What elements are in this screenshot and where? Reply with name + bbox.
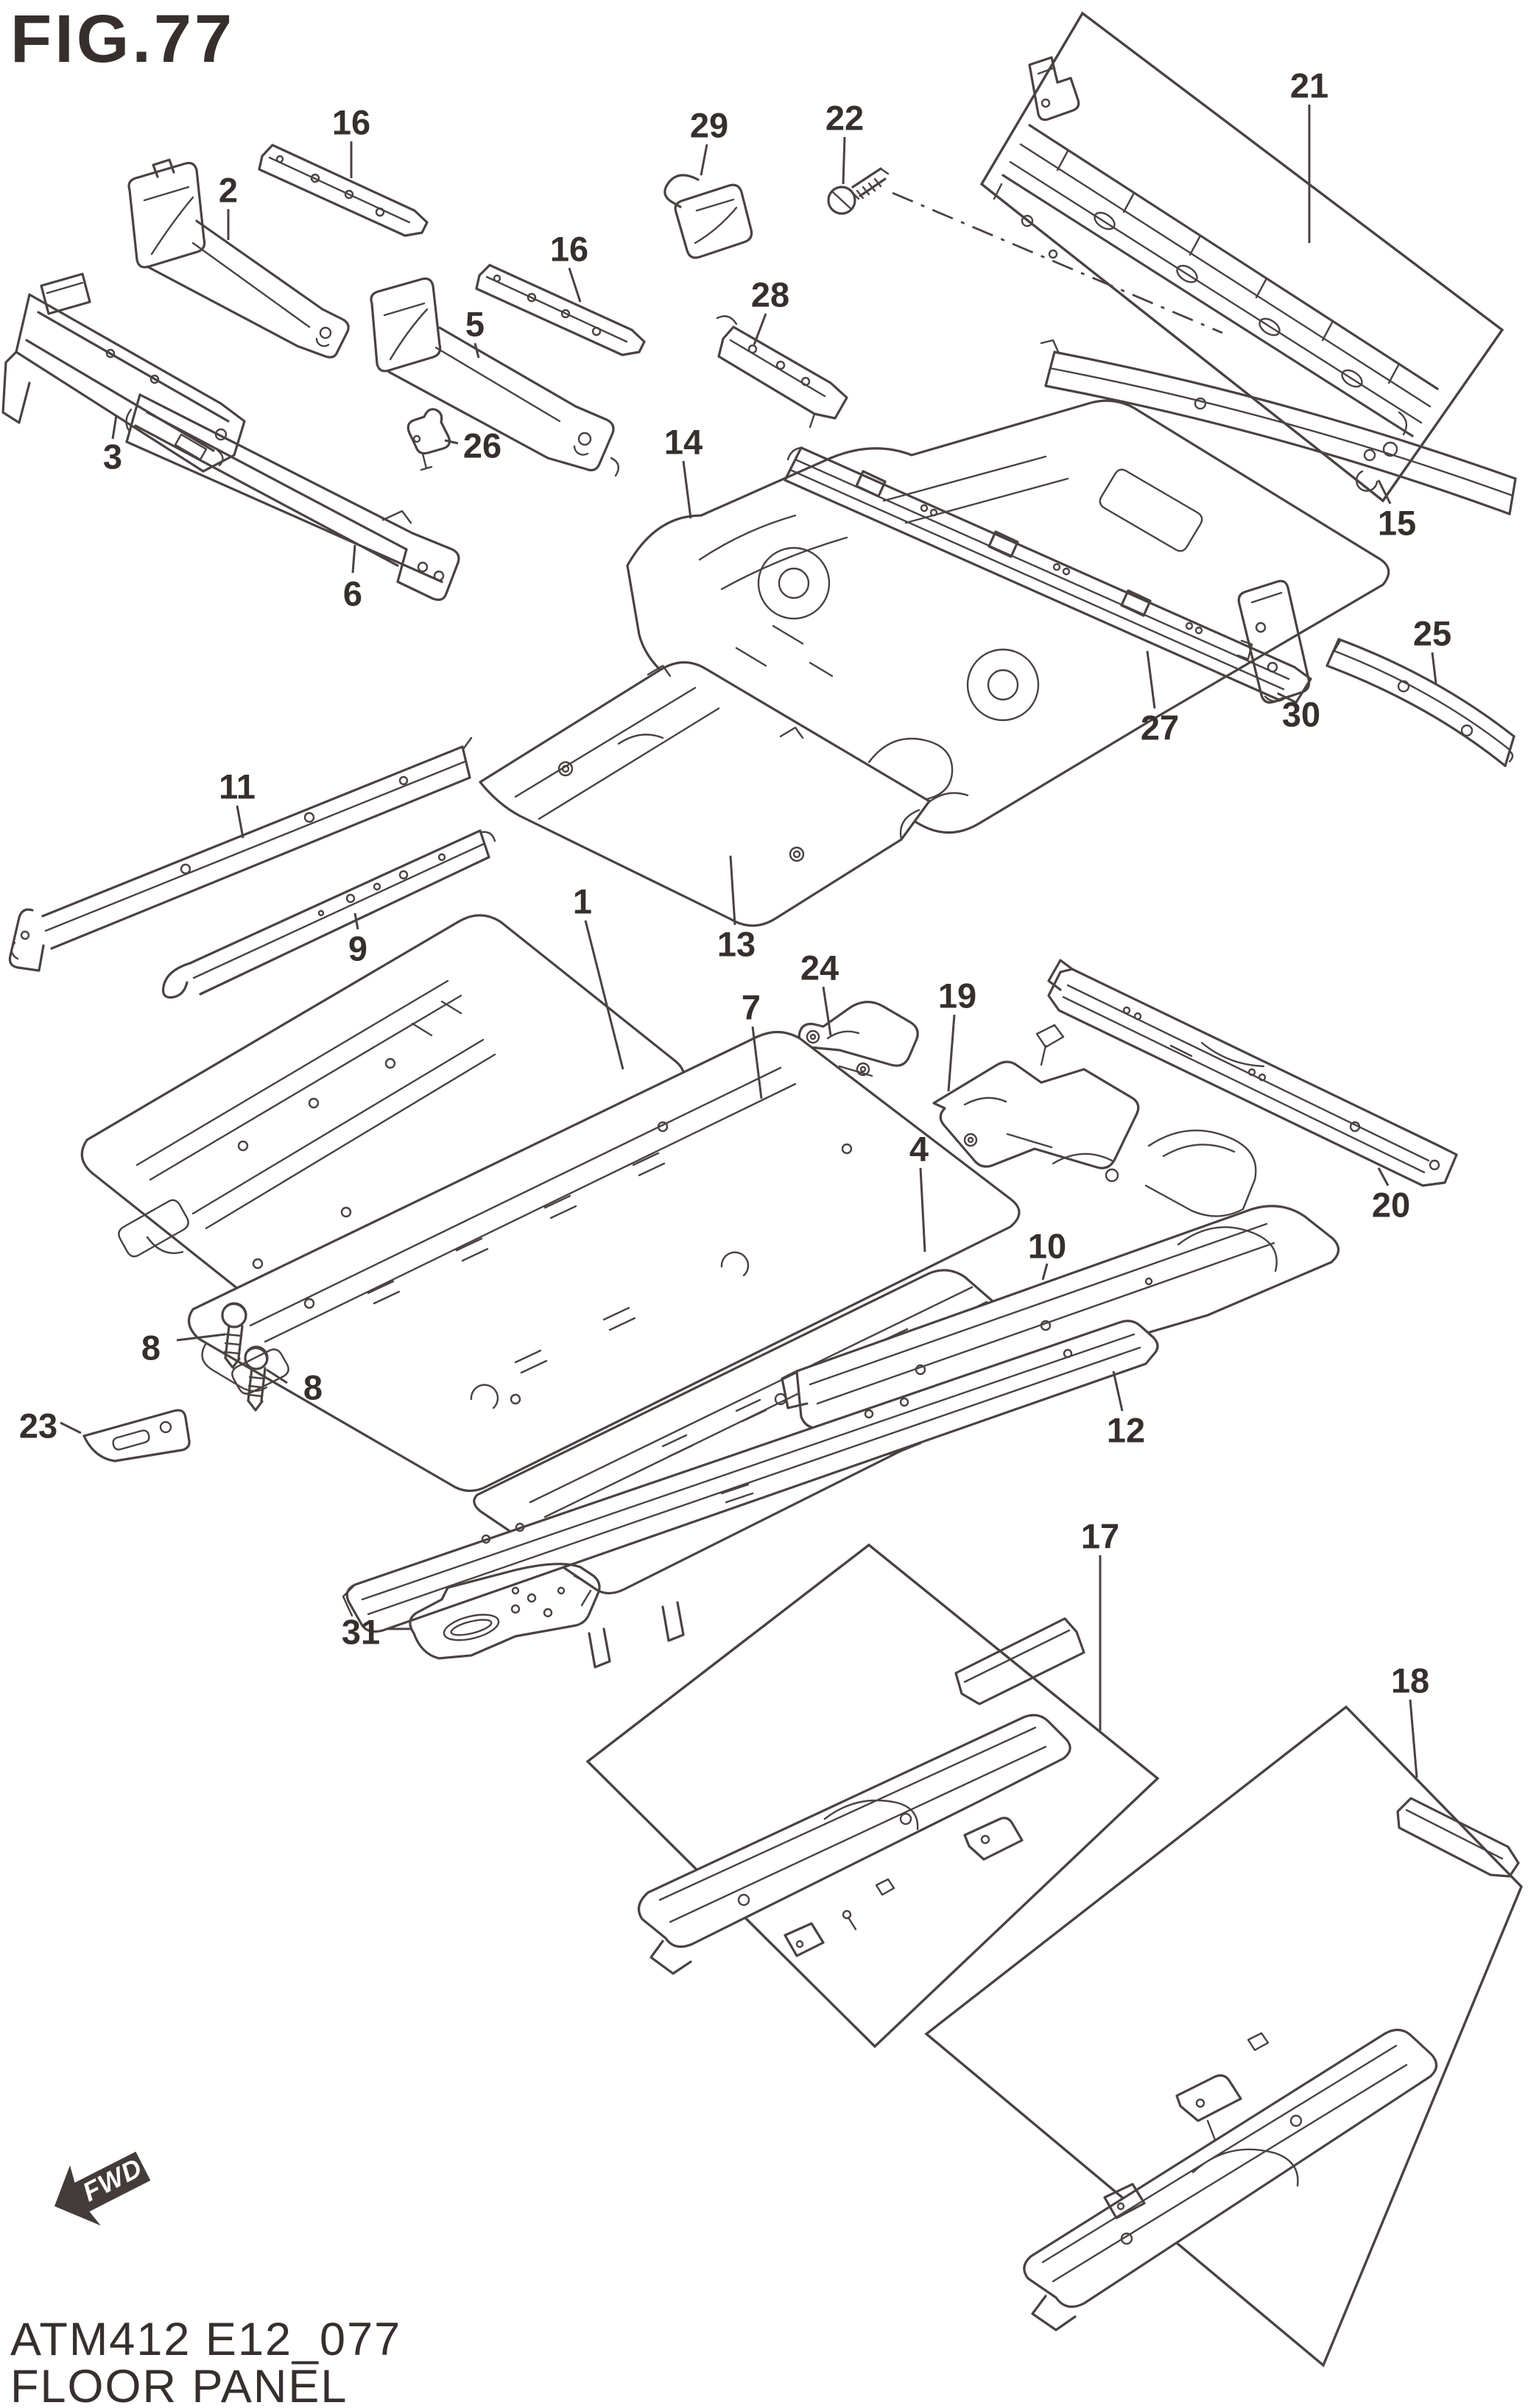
- part-6-member: [125, 393, 460, 602]
- callout-4: 4: [909, 1130, 929, 1169]
- callout-leader-28: [753, 313, 767, 345]
- part-10-member-assembly: [781, 1205, 1340, 1457]
- part-16-brace-lower: [475, 264, 646, 356]
- callout-10: 10: [1028, 1227, 1066, 1266]
- callout-leader-15: [1377, 479, 1392, 504]
- callout-leader-10: [1041, 1263, 1049, 1281]
- part-13-panel: [479, 661, 931, 927]
- part-31-bracket: [409, 1563, 601, 1660]
- fwd-direction-marker: FWD: [54, 2151, 151, 2226]
- part-25-extension: [1325, 638, 1515, 767]
- callout-leader-20: [1377, 1167, 1390, 1186]
- callout-leader-11: [236, 805, 244, 839]
- callout-leader-8: [176, 1333, 226, 1342]
- callout-leader-30: [1278, 694, 1294, 701]
- callout-6: 6: [343, 574, 362, 613]
- callout-1: 1: [573, 882, 592, 921]
- callout-leader-4: [919, 1167, 926, 1253]
- callout-24: 24: [800, 948, 839, 988]
- fwd-arrow-icon: [54, 2151, 151, 2226]
- part-20-rail: [1047, 959, 1458, 1187]
- callout-22: 22: [825, 99, 864, 138]
- callout-2: 2: [219, 171, 238, 210]
- callout-28: 28: [751, 275, 789, 314]
- callout-leader-18: [1409, 1699, 1418, 1778]
- callout-leader-23: [60, 1421, 82, 1434]
- callout-leader-14: [682, 460, 692, 519]
- assembly-box-21: [979, 11, 1504, 503]
- catalog-code: ATM412 E12_077: [10, 2314, 401, 2365]
- callout-leader-25: [1431, 652, 1437, 684]
- callout-18: 18: [1391, 1661, 1429, 1700]
- callout-3: 3: [103, 437, 122, 476]
- part-8-screw-a: [221, 1302, 247, 1369]
- callout-15: 15: [1378, 504, 1416, 543]
- part-11-sill: [8, 736, 473, 972]
- part-30-bracket: [1236, 580, 1311, 704]
- part-22-bolt: [827, 167, 890, 215]
- part-28-bracket: [716, 315, 848, 429]
- callout-9: 9: [348, 929, 367, 968]
- assembly-box-18: [924, 1705, 1523, 2367]
- callout-26: 26: [463, 426, 501, 465]
- callout-12: 12: [1107, 1411, 1145, 1450]
- part-8-screw-b: [244, 1345, 269, 1412]
- callout-leader-24: [822, 986, 832, 1036]
- part-16-brace-upper: [258, 144, 429, 237]
- callout-8: 8: [141, 1328, 161, 1367]
- callout-11: 11: [219, 767, 256, 806]
- part-7-floor-panel: [187, 1030, 1021, 1493]
- callout-leader-19: [947, 1014, 956, 1092]
- callout-leader-1: [584, 920, 624, 1070]
- callout-21: 21: [1290, 66, 1328, 105]
- callout-5: 5: [465, 305, 485, 344]
- callout-29: 29: [690, 106, 728, 145]
- callout-23: 23: [19, 1407, 57, 1446]
- callout-leader-27: [1146, 650, 1156, 709]
- callout-30: 30: [1282, 695, 1320, 734]
- callout-17: 17: [1081, 1517, 1119, 1556]
- callout-leader-29: [700, 144, 708, 176]
- callout-leader-16: [568, 267, 582, 303]
- callout-19: 19: [938, 976, 976, 1015]
- part-29-bracket: [663, 174, 753, 259]
- callout-leader-8: [266, 1368, 288, 1384]
- figure-name: FLOOR PANEL: [10, 2361, 348, 2408]
- callout-leader-12: [1112, 1370, 1124, 1412]
- assembly-box-17: [585, 1543, 1160, 2049]
- callout-leader-3: [111, 415, 118, 440]
- callout-14: 14: [664, 423, 703, 462]
- callout-leader-7: [751, 1026, 763, 1099]
- diagram-line-art: [1, 11, 1523, 2367]
- callout-16: 16: [550, 230, 588, 269]
- callout-16: 16: [332, 103, 370, 142]
- callout-8: 8: [303, 1368, 323, 1407]
- part-5-member: [370, 277, 620, 477]
- callout-27: 27: [1141, 708, 1179, 747]
- reference-centerline: [892, 191, 1223, 334]
- callout-leader-22: [842, 136, 846, 185]
- callout-7: 7: [742, 988, 761, 1027]
- callout-31: 31: [342, 1613, 380, 1652]
- callout-layer: 2 16 29 22 21 3 5 16 28 26 6 14 15 25 27 30 11 9 1 13 24 7 19 4…: [19, 66, 1451, 1778]
- part-3-member: [1, 272, 246, 473]
- part-26-clamp: [406, 408, 451, 471]
- part-24-bracket: [798, 1001, 919, 1077]
- callout-leader-13: [729, 855, 736, 926]
- callout-leader-9: [353, 912, 359, 930]
- part-15-rail: [1040, 339, 1517, 515]
- callout-20: 20: [1372, 1186, 1410, 1225]
- callout-leader-6: [351, 544, 356, 574]
- part-19-bracket-assembly: [932, 1024, 1257, 1217]
- part-9-reinforcement: [161, 829, 496, 999]
- part-2-member: [127, 158, 350, 359]
- figure-title: FIG.77: [10, 1, 235, 77]
- part-23-gusset: [82, 1409, 191, 1462]
- callout-25: 25: [1413, 614, 1451, 653]
- part-12-rocker-rail: [342, 1320, 1159, 1669]
- callout-leader-5: [473, 342, 480, 359]
- callout-leader-26: [444, 439, 459, 445]
- callout-13: 13: [717, 925, 756, 964]
